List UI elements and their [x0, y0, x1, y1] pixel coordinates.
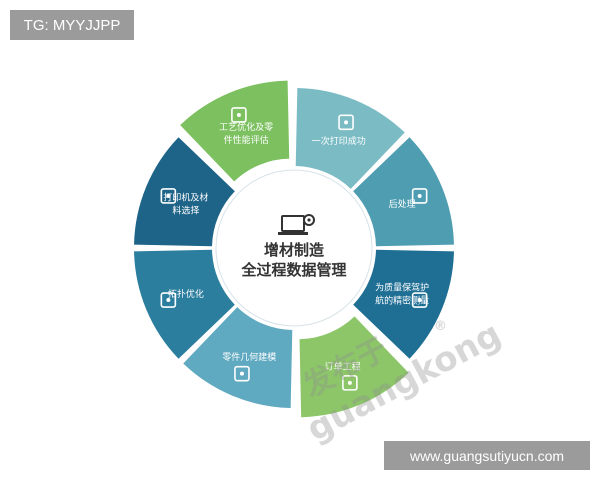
- checklist-icon: [338, 114, 354, 131]
- ring-segment-5: [183, 307, 293, 408]
- ring-segment-2: [353, 137, 454, 247]
- center-disc: [215, 169, 373, 327]
- tools-icon: [234, 365, 250, 382]
- segment-label-6-line1: 拓扑优化: [168, 288, 204, 300]
- ring-segment-3: [353, 249, 454, 359]
- segment-label-4-line1: 订单工程: [325, 360, 361, 372]
- computer-gear-icon: [278, 214, 315, 235]
- segment-label-7-line2: 料选择: [172, 205, 199, 217]
- segment-label-8-line1: 工艺优化及零: [219, 121, 273, 133]
- tools-icon: [231, 107, 247, 123]
- box-icon: [411, 188, 428, 204]
- printer-clock-icon: [160, 188, 177, 204]
- watermark-registered: ®: [434, 319, 447, 334]
- tag-label: TG: MYYJJPP: [10, 10, 134, 40]
- robot-arm-icon: [411, 292, 428, 308]
- website-label: www.guangsutiyucn.com: [384, 441, 590, 470]
- ring-segment-7: [134, 137, 235, 247]
- segment-label-3-line1: 为质量保驾护: [375, 281, 429, 293]
- segment-label-3-line2: 航的精密测量: [375, 294, 429, 306]
- center-title-line2: 全过程数据管理: [240, 261, 346, 279]
- segment-label-1-line1: 一次打印成功: [312, 135, 366, 147]
- segment-label-5-line1: 零件几何建模: [222, 351, 276, 363]
- segment-label-8-line2: 件性能评估: [224, 134, 269, 146]
- center-title-line1: 增材制造: [264, 241, 324, 259]
- gears-icon: [160, 292, 177, 308]
- ring-segment-1: [295, 88, 405, 189]
- ring-segment-6: [134, 249, 235, 359]
- segment-label-7-line1: 打印机及材: [163, 192, 208, 204]
- segment-label-2-line1: 后处理: [389, 198, 416, 210]
- ring-segment-4: [299, 316, 409, 418]
- building-icon: [342, 375, 358, 391]
- ring-segment-8: [180, 80, 290, 182]
